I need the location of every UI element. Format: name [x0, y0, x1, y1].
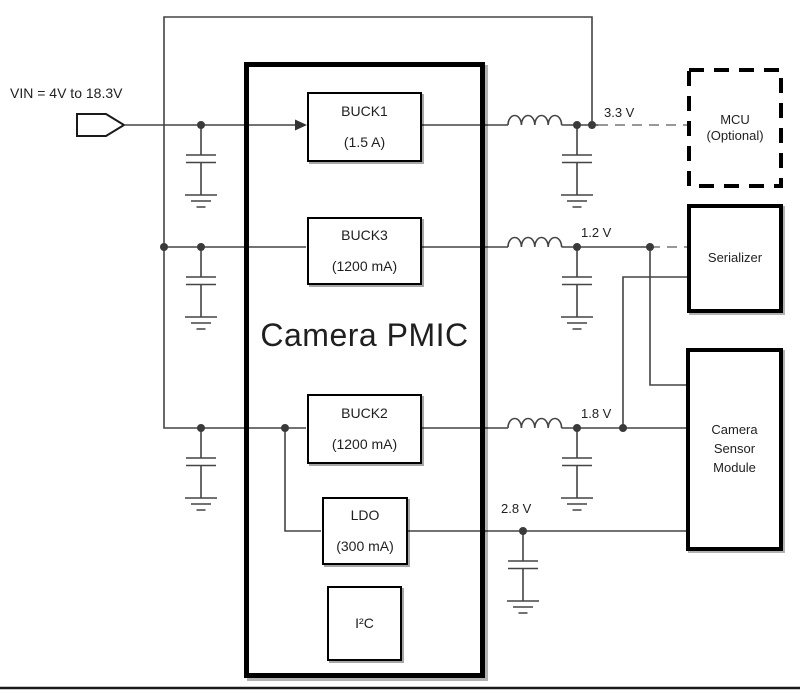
inductor-buck1-icon — [507, 114, 563, 126]
ldo-name: LDO — [350, 506, 380, 523]
capacitor-18v-icon — [561, 428, 593, 511]
capacitor-12v-icon — [561, 247, 593, 330]
wire-ldo-input-branch — [284, 428, 321, 532]
wire-12v-to-camera — [649, 247, 687, 386]
buck2-rating: (1200 mA) — [331, 436, 398, 452]
buck2-name: BUCK2 — [341, 404, 388, 421]
rail-28v-label: 2.8 V — [501, 501, 532, 516]
buck3-rating: (1200 mA) — [331, 258, 398, 274]
i2c-name: I²C — [355, 614, 374, 631]
ldo-block: LDO (300 mA) — [322, 497, 408, 565]
capacitor-buck3-in-icon — [185, 247, 217, 330]
arrowhead-buck1-input-icon — [295, 119, 307, 131]
rail-12v-label: 1.2 V — [581, 225, 612, 240]
inductor-buck2-icon — [507, 417, 563, 429]
ldo-rating: (300 mA) — [336, 538, 394, 554]
pmic-box — [244, 62, 485, 678]
wire-feedback-rail — [163, 16, 593, 429]
mcu-name: MCU — [720, 111, 750, 127]
capacitor-28v-icon — [507, 531, 539, 614]
vin-label: VIN = 4V to 18.3V — [10, 85, 123, 101]
buck2-block: BUCK2 (1200 mA) — [307, 394, 422, 464]
capacitor-buck2-in-icon — [185, 428, 217, 511]
buck1-rating: (1.5 A) — [343, 134, 386, 150]
i2c-block: I²C — [327, 586, 402, 661]
mcu-box: MCU (Optional) — [687, 70, 783, 186]
buck3-block: BUCK3 (1200 mA) — [307, 217, 422, 285]
rail-33v-label: 3.3 V — [604, 105, 635, 120]
serializer-name: Serializer — [707, 250, 763, 266]
wire-18v-to-serializer — [622, 276, 688, 428]
inductor-buck3-icon — [507, 236, 563, 248]
mcu-dashed-outline — [687, 68, 783, 188]
serializer-box: Serializer — [687, 204, 783, 313]
capacitor-33v-icon — [561, 125, 593, 208]
buck1-block: BUCK1 (1.5 A) — [307, 92, 422, 162]
buck1-name: BUCK1 — [341, 102, 388, 119]
capacitor-vin-icon — [185, 125, 217, 208]
buck3-name: BUCK3 — [341, 226, 388, 243]
camera-sensor-module-box: Camera Sensor Module — [686, 348, 783, 551]
vin-tag-icon — [76, 113, 126, 137]
camera-sensor-module-name: Camera Sensor Module — [711, 422, 758, 475]
rail-18v-label: 1.8 V — [581, 406, 612, 421]
mcu-note: (Optional) — [706, 128, 764, 143]
junction-dots — [160, 121, 654, 535]
pmic-title: Camera PMIC — [260, 317, 469, 353]
